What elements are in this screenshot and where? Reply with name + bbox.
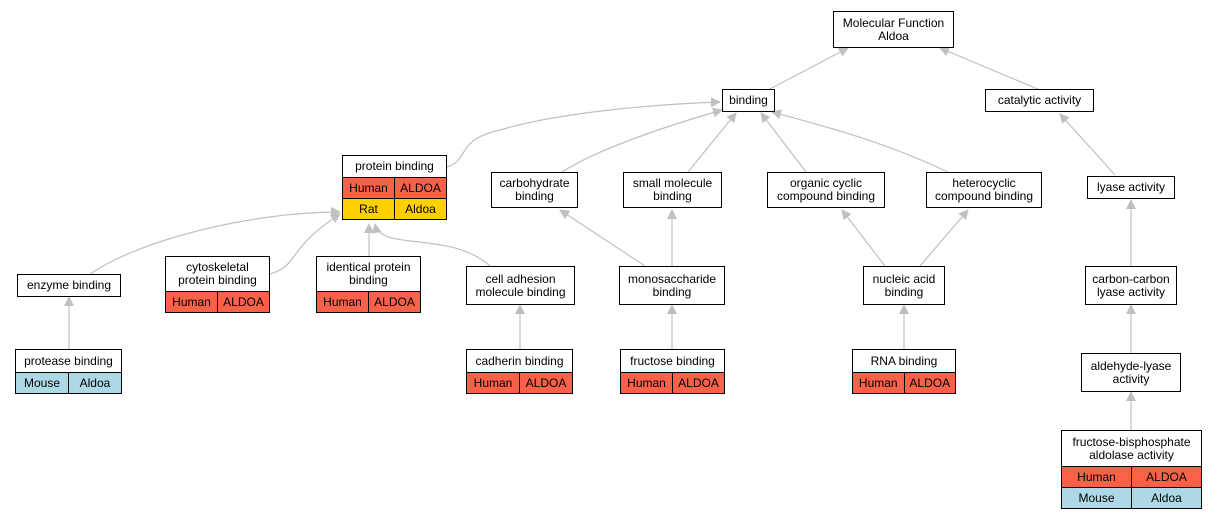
node-label: catalytic activity [997,93,1082,107]
edge-enzyme-to-protein [89,207,341,275]
node-fructose-binding[interactable]: fructose binding Human ALDOA [620,349,725,394]
edge-monosaccharide-to-carbohydrate [559,209,646,267]
node-protease-binding[interactable]: protease binding Mouse Aldoa [15,349,122,394]
node-label: identical protein binding [326,260,411,287]
node-label: cytoskeletal protein binding [178,260,257,287]
node-enzyme-binding[interactable]: enzyme binding [17,274,121,297]
gene-cell: Aldoa [1131,488,1201,508]
node-label: cadherin binding [475,353,564,368]
node-identical-protein-binding[interactable]: identical protein binding Human ALDOA [316,256,421,313]
species-cell: Human [621,373,672,393]
node-lyase-activity[interactable]: lyase activity [1087,176,1175,199]
node-cytoskeletal-protein-binding[interactable]: cytoskeletal protein binding Human ALDOA [165,256,270,313]
species-row: Rat Aldoa [343,198,446,219]
edge-nucleic-to-heterocyclic [919,209,969,267]
node-monosaccharide-binding[interactable]: monosaccharide binding [619,266,725,305]
species-cell: Human [317,292,368,312]
node-label: aldehyde-lyase activity [1090,358,1172,386]
node-label: monosaccharide binding [627,271,717,299]
node-label: carbon-carbon lyase activity [1092,271,1170,299]
node-nucleic-acid-binding[interactable]: nucleic acid binding [863,266,945,305]
species-row: Human ALDOA [166,291,269,312]
node-label: carbohydrate binding [499,176,570,203]
gene-cell: ALDOA [672,373,724,393]
node-binding[interactable]: binding [722,89,775,112]
edge-nucleic-to-organiccyclic [841,209,886,267]
gene-cell: Aldoa [68,373,121,393]
species-row: Human ALDOA [467,372,572,393]
node-label: fructose binding [630,353,715,368]
node-molecular-function[interactable]: Molecular Function Aldoa [833,11,954,48]
species-row: Human ALDOA [853,372,955,393]
node-heterocyclic-compound-binding[interactable]: heterocyclic compound binding [926,172,1042,208]
node-label: binding [729,93,768,107]
species-row: Mouse Aldoa [1062,487,1201,508]
edge-organiccyclic-to-binding [760,112,807,173]
edge-carbohydrate-to-binding [561,107,723,173]
node-label: fructose-bisphosphate aldolase activity [1072,434,1191,462]
node-small-molecule-binding[interactable]: small molecule binding [623,172,722,208]
species-cell: Human [166,292,217,312]
species-cell: Mouse [1062,488,1131,508]
species-cell: Human [343,178,394,198]
node-aldehyde-lyase-activity[interactable]: aldehyde-lyase activity [1081,353,1181,392]
species-cell: Human [1062,467,1131,487]
edge-lyase-to-catalytic [1059,113,1116,176]
species-cell: Human [853,373,904,393]
node-fructose-bisphosphate-aldolase-activity[interactable]: fructose-bisphosphate aldolase activity … [1061,430,1202,509]
node-label: enzyme binding [26,278,112,292]
species-cell: Mouse [16,373,68,393]
node-label: nucleic acid binding [872,271,936,299]
edge-heterocyclic-to-binding [771,109,949,173]
node-catalytic-activity[interactable]: catalytic activity [985,89,1094,112]
edge-cytoskeletal-to-protein [269,213,341,275]
gene-cell: ALDOA [394,178,446,198]
node-carbohydrate-binding[interactable]: carbohydrate binding [491,172,578,208]
edge-binding-to-mf [767,47,849,91]
edge-catalytic-to-mf [939,46,1041,91]
node-protein-binding[interactable]: protein binding Human ALDOA Rat Aldoa [342,155,447,220]
species-row: Human ALDOA [343,177,446,198]
node-label: protease binding [24,353,113,368]
species-row: Human ALDOA [621,372,724,393]
node-label: organic cyclic compound binding [776,176,876,203]
node-label: RNA binding [870,353,938,368]
edge-protein-to-binding [446,97,721,168]
node-cadherin-binding[interactable]: cadherin binding Human ALDOA [466,349,573,394]
node-label: small molecule binding [632,176,713,203]
node-cell-adhesion-molecule-binding[interactable]: cell adhesion molecule binding [466,266,575,305]
gene-cell: ALDOA [903,373,955,393]
edge-smallmol-to-binding [687,112,737,173]
node-label: cell adhesion molecule binding [475,271,566,299]
species-cell: Human [467,373,519,393]
species-row: Human ALDOA [1062,466,1201,487]
node-carbon-carbon-lyase-activity[interactable]: carbon-carbon lyase activity [1085,266,1177,305]
gene-cell: ALDOA [519,373,572,393]
node-label: Molecular Function Aldoa [842,15,945,43]
node-label: lyase activity [1096,180,1166,194]
node-organic-cyclic-compound-binding[interactable]: organic cyclic compound binding [767,172,885,208]
node-rna-binding[interactable]: RNA binding Human ALDOA [852,349,956,394]
gene-cell: ALDOA [217,292,269,312]
gene-cell: ALDOA [368,292,420,312]
node-label: protein binding [355,159,434,173]
gene-cell: Aldoa [394,199,446,219]
node-label: heterocyclic compound binding [934,176,1034,203]
species-row: Human ALDOA [317,291,420,312]
species-row: Mouse Aldoa [16,372,121,393]
edge-celladhesion-to-protein [371,223,491,267]
species-cell: Rat [343,199,394,219]
gene-cell: ALDOA [1131,467,1201,487]
